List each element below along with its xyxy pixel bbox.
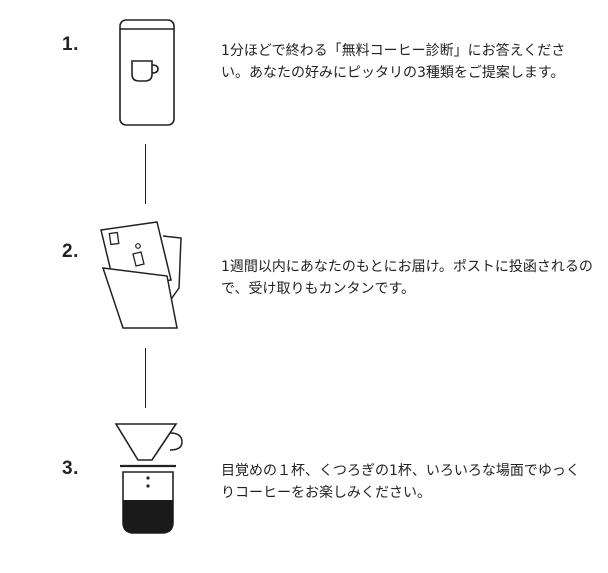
step-3-text: 目覚めの１杯、くつろぎの1杯、いろいろな場面でゆっくりコーヒーをお楽しみください… bbox=[221, 463, 580, 501]
step-2-text: 1週間以内にあなたのもとにお届け。ポストに投函されるので、受け取りもカンタンです… bbox=[221, 259, 593, 297]
phone-coffee-cup-icon bbox=[119, 19, 175, 126]
step-2-number: 2. bbox=[62, 241, 79, 262]
step-1-text: 1分ほどで終わる「無料コーヒー診断」にお答えください。あなたの好みにピッタリの3… bbox=[221, 43, 566, 81]
step-3-number: 3. bbox=[62, 458, 79, 479]
coffee-dripper-icon bbox=[114, 423, 183, 534]
mailbox-package-icon bbox=[100, 221, 182, 329]
connector-line-2 bbox=[145, 348, 146, 408]
connector-line-1 bbox=[145, 144, 146, 204]
step-1-number: 1. bbox=[62, 34, 79, 55]
